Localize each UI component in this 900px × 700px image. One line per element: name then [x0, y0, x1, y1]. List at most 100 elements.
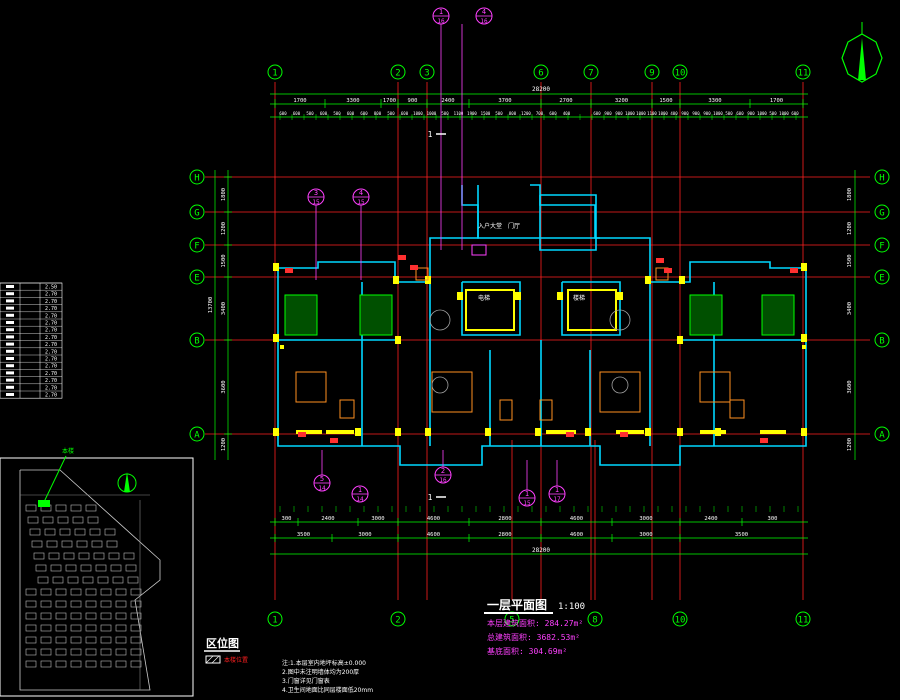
dim-top-row2-5: 600 — [347, 111, 355, 116]
dim-top-row2r-14: 900 — [747, 111, 755, 116]
grid-bubble-right-G — [874, 204, 890, 220]
lobby-wall — [477, 185, 600, 239]
site-building — [100, 588, 112, 596]
note-4: 4.卫生间地面比同层楼面低20mm — [282, 686, 373, 694]
site-building — [70, 504, 82, 512]
column-5 — [425, 428, 431, 436]
dim-top-row2r-8: 900 — [681, 111, 689, 116]
elevator-box — [461, 281, 521, 336]
section-tag-1: 416 — [475, 7, 493, 25]
grid-bubble-bottom-11 — [795, 611, 811, 627]
grid-bubble-top-label-6: 6 — [538, 69, 543, 79]
dim-bottom-row2-3: 2800 — [498, 532, 511, 538]
window-bar-5 — [760, 430, 786, 434]
site-building — [115, 588, 127, 596]
site-building — [127, 576, 139, 584]
section-tag-8: 117 — [548, 485, 566, 503]
table-cell-9: 2.70 — [45, 349, 57, 355]
section-tag-sheet: 14 — [318, 485, 326, 492]
furniture-0 — [295, 371, 327, 403]
balcony-3 — [761, 294, 795, 336]
section-tag-sheet: 15 — [312, 199, 320, 206]
dim-bottom-row2-1: 3000 — [358, 532, 371, 538]
area-value-1: 3682.53m² — [532, 633, 580, 642]
door-mark-4 — [285, 268, 293, 273]
site-building — [61, 540, 73, 548]
site-building — [115, 636, 127, 644]
grid-bubble-bottom-1 — [267, 611, 283, 627]
grid-bubble-top-9 — [644, 64, 660, 80]
dim-top-row2r-10: 900 — [703, 111, 711, 116]
grid-bubble-right-A — [874, 426, 890, 442]
table-swatch — [6, 306, 14, 310]
site-building — [100, 624, 112, 632]
section-tag-num: 4 — [359, 189, 363, 197]
site-building — [40, 612, 52, 620]
grid-bubble-left-label-G: G — [194, 209, 199, 219]
dim-top-total: 28200 — [532, 86, 550, 93]
furniture-5 — [729, 399, 745, 419]
column-1 — [273, 334, 279, 342]
dim-top-row2r-1: 900 — [604, 111, 612, 116]
dim-top-row1-1: 3300 — [346, 98, 359, 104]
site-building — [123, 552, 135, 560]
balcony-2 — [689, 294, 723, 336]
site-building — [130, 624, 142, 632]
area-value-2: 304.69m² — [524, 647, 567, 656]
dim-top-row2-16: 500 — [495, 111, 503, 116]
grid-bubble-right-label-B: B — [879, 337, 884, 347]
dim-top-row2-8: 500 — [387, 111, 395, 116]
site-building — [115, 648, 127, 656]
section-tag-num: 1 — [439, 8, 443, 16]
outer-wall-right — [277, 184, 807, 466]
dim-top-row2-3: 600 — [320, 111, 328, 116]
drawing-scale: 1:100 — [558, 602, 585, 612]
table-swatch — [6, 371, 14, 375]
door-mark-7 — [566, 432, 574, 437]
column-20 — [515, 292, 521, 300]
section-mark-top: 1 — [428, 130, 433, 139]
column-4 — [395, 428, 401, 436]
grid-bubble-bottom-10 — [672, 611, 688, 627]
table-swatch — [6, 364, 14, 368]
grid-bubble-left-label-A: A — [194, 431, 200, 441]
core-box-1 — [567, 289, 617, 331]
dim-top-row2-10: 1000 — [413, 111, 423, 116]
site-building — [130, 600, 142, 608]
column-23 — [395, 336, 401, 344]
table-swatch — [6, 393, 14, 396]
grid-bubble-top-6 — [533, 64, 549, 80]
site-building — [55, 588, 67, 596]
dim-bottom-row2-4: 4600 — [570, 532, 583, 538]
grid-bubble-bottom-label-5: 5 — [509, 616, 514, 626]
site-building — [130, 588, 142, 596]
site-building — [55, 636, 67, 644]
site-building — [35, 564, 47, 572]
site-building — [82, 576, 94, 584]
dim-top-row1-4: 2400 — [441, 98, 454, 104]
section-tag-2: 315 — [307, 188, 325, 206]
site-building — [33, 552, 45, 560]
furniture-8 — [415, 267, 429, 281]
column-3 — [355, 428, 361, 436]
furniture-6 — [499, 399, 513, 421]
site-building — [110, 564, 122, 572]
site-building — [40, 588, 52, 596]
dim-top-row2r-15: 1000 — [757, 111, 767, 116]
table-cell-14: 2.70 — [45, 385, 57, 391]
section-mark-bottom: 1 — [428, 493, 433, 502]
dim-top-row1-5: 3700 — [498, 98, 511, 104]
grid-bubble-top-label-7: 7 — [588, 69, 593, 79]
table-swatch — [6, 349, 14, 353]
grid-bubble-top-1 — [267, 64, 283, 80]
site-building — [46, 540, 58, 548]
column-18 — [679, 276, 685, 284]
site-building — [44, 528, 56, 536]
site-building — [55, 624, 67, 632]
core-box-0 — [465, 289, 515, 331]
dim-right-3: 3400 — [847, 302, 853, 315]
location-map: 本楼 区位图 本楼位置 — [0, 447, 248, 697]
section-tag-num: 1 — [555, 486, 559, 494]
site-building — [106, 540, 118, 548]
dim-top-row2r-5: 1100 — [647, 111, 657, 116]
